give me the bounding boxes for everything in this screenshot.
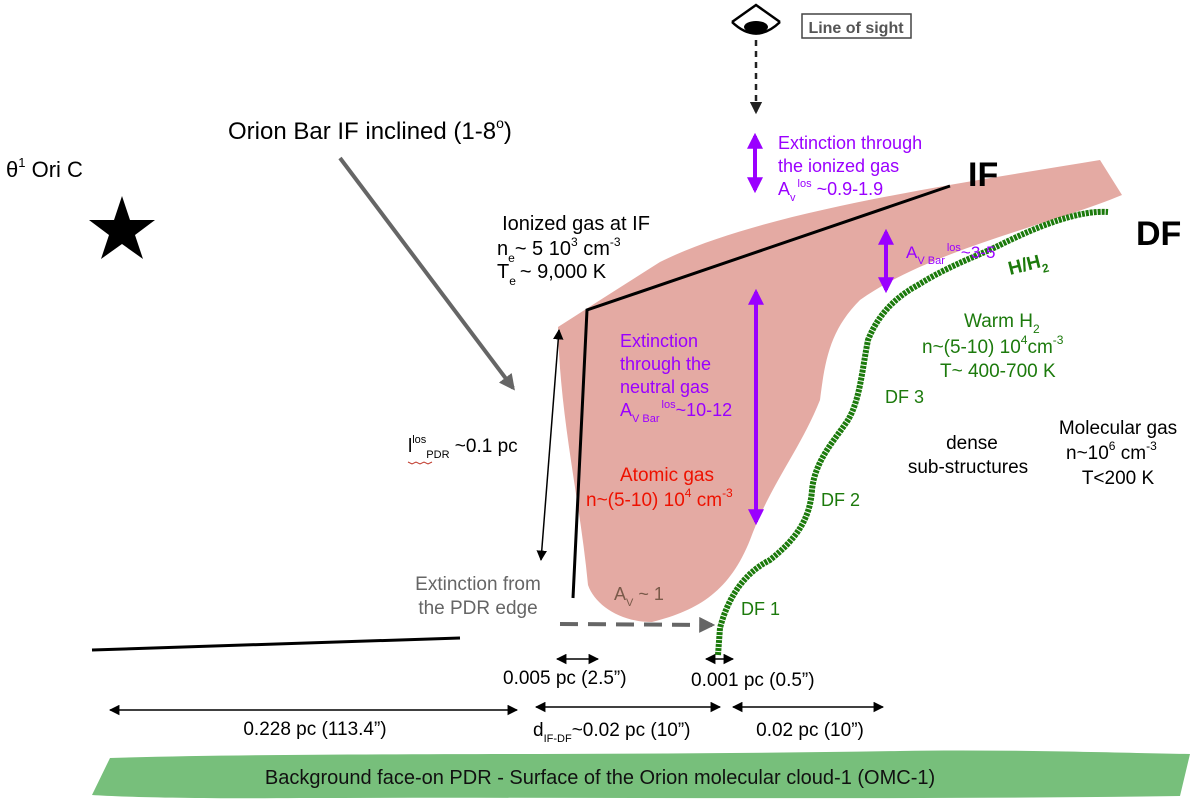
extinction-ionized-line3: Avlos ~0.9-1.9 <box>778 178 883 204</box>
l-pdr-underline <box>407 461 433 465</box>
av-bar-small-label: AV Barlos~3-5 <box>906 242 995 267</box>
eye-icon <box>731 3 781 35</box>
scale-005-label: 0.005 pc (2.5”) <box>503 668 627 689</box>
line-of-sight-label: Line of sight <box>808 20 904 37</box>
df3-label: DF 3 <box>885 387 924 407</box>
if-label: IF <box>968 156 998 194</box>
ionization-front-left-line <box>91 636 461 652</box>
scale-002-label: 0.02 pc (10”) <box>756 720 864 741</box>
ionized-gas-temperature: Te~ 9,000 K <box>497 261 607 288</box>
atomic-gas-line1: Atomic gas <box>620 465 714 486</box>
orion-bar-label: Orion Bar IF inclined (1-8o) <box>228 115 512 145</box>
atomic-gas-line2: n~(5-10) 104 cm-3 <box>586 486 733 511</box>
molecular-gas-line2: n~106 cm-3 <box>1066 439 1157 464</box>
warm-h2-line2: n~(5-10) 104cm-3 <box>922 333 1064 358</box>
extinction-ionized-line2: the ionized gas <box>778 156 899 176</box>
background-pdr-label: Background face-on PDR - Surface of the … <box>265 767 935 789</box>
extinction-pdr-line1: Extinction from <box>415 574 541 595</box>
dense-line2: sub-structures <box>908 457 1028 478</box>
ionization-front-line <box>571 184 951 599</box>
scale-228-label: 0.228 pc (113.4”) <box>243 719 386 740</box>
df-label: DF <box>1136 215 1181 253</box>
l-pdr-arrow <box>536 328 564 562</box>
dense-line1: dense <box>946 433 998 454</box>
df1-label: DF 1 <box>741 599 780 619</box>
df2-label: DF 2 <box>821 490 860 510</box>
ionized-gas-density: ne~ 5 103 cm-3 <box>497 235 621 265</box>
background-pdr-band <box>92 750 1190 799</box>
scale-001-label: 0.001 pc (0.5”) <box>691 670 815 691</box>
dissociation-front-line <box>715 208 1109 656</box>
ionized-gas-title: Ionized gas at IF <box>502 213 650 235</box>
orion-bar-arrow <box>338 156 515 391</box>
star-label: θ1 Ori C <box>6 155 83 182</box>
extinction-pdr-arrow <box>559 616 716 633</box>
star-icon <box>89 196 155 259</box>
line-of-sight-box <box>801 13 912 39</box>
warm-h2-line1: Warm H2 <box>964 311 1040 336</box>
extinction-neutral-line1: Extinction <box>620 331 698 351</box>
extinction-neutral-line3: neutral gas <box>620 377 709 397</box>
h-h2-label: H/H2 <box>1006 250 1051 284</box>
pdr-region <box>558 160 1122 622</box>
extinction-ionized-line1: Extinction through <box>778 133 922 153</box>
molecular-gas-line3: T<200 K <box>1082 468 1155 489</box>
l-pdr-label: llosPDR ~0.1 pc <box>408 434 518 461</box>
extinction-neutral-line2: through the <box>620 354 711 374</box>
warm-h2-line3: T~ 400-700 K <box>940 361 1056 382</box>
extinction-pdr-line2: the PDR edge <box>418 598 537 619</box>
av-one-label: AV ~ 1 <box>614 584 664 609</box>
extinction-neutral-line4: AV Barlos~10-12 <box>620 399 732 425</box>
scale-dif-label: dIF-DF~0.02 pc (10”) <box>533 720 691 745</box>
molecular-gas-line1: Molecular gas <box>1059 418 1177 439</box>
